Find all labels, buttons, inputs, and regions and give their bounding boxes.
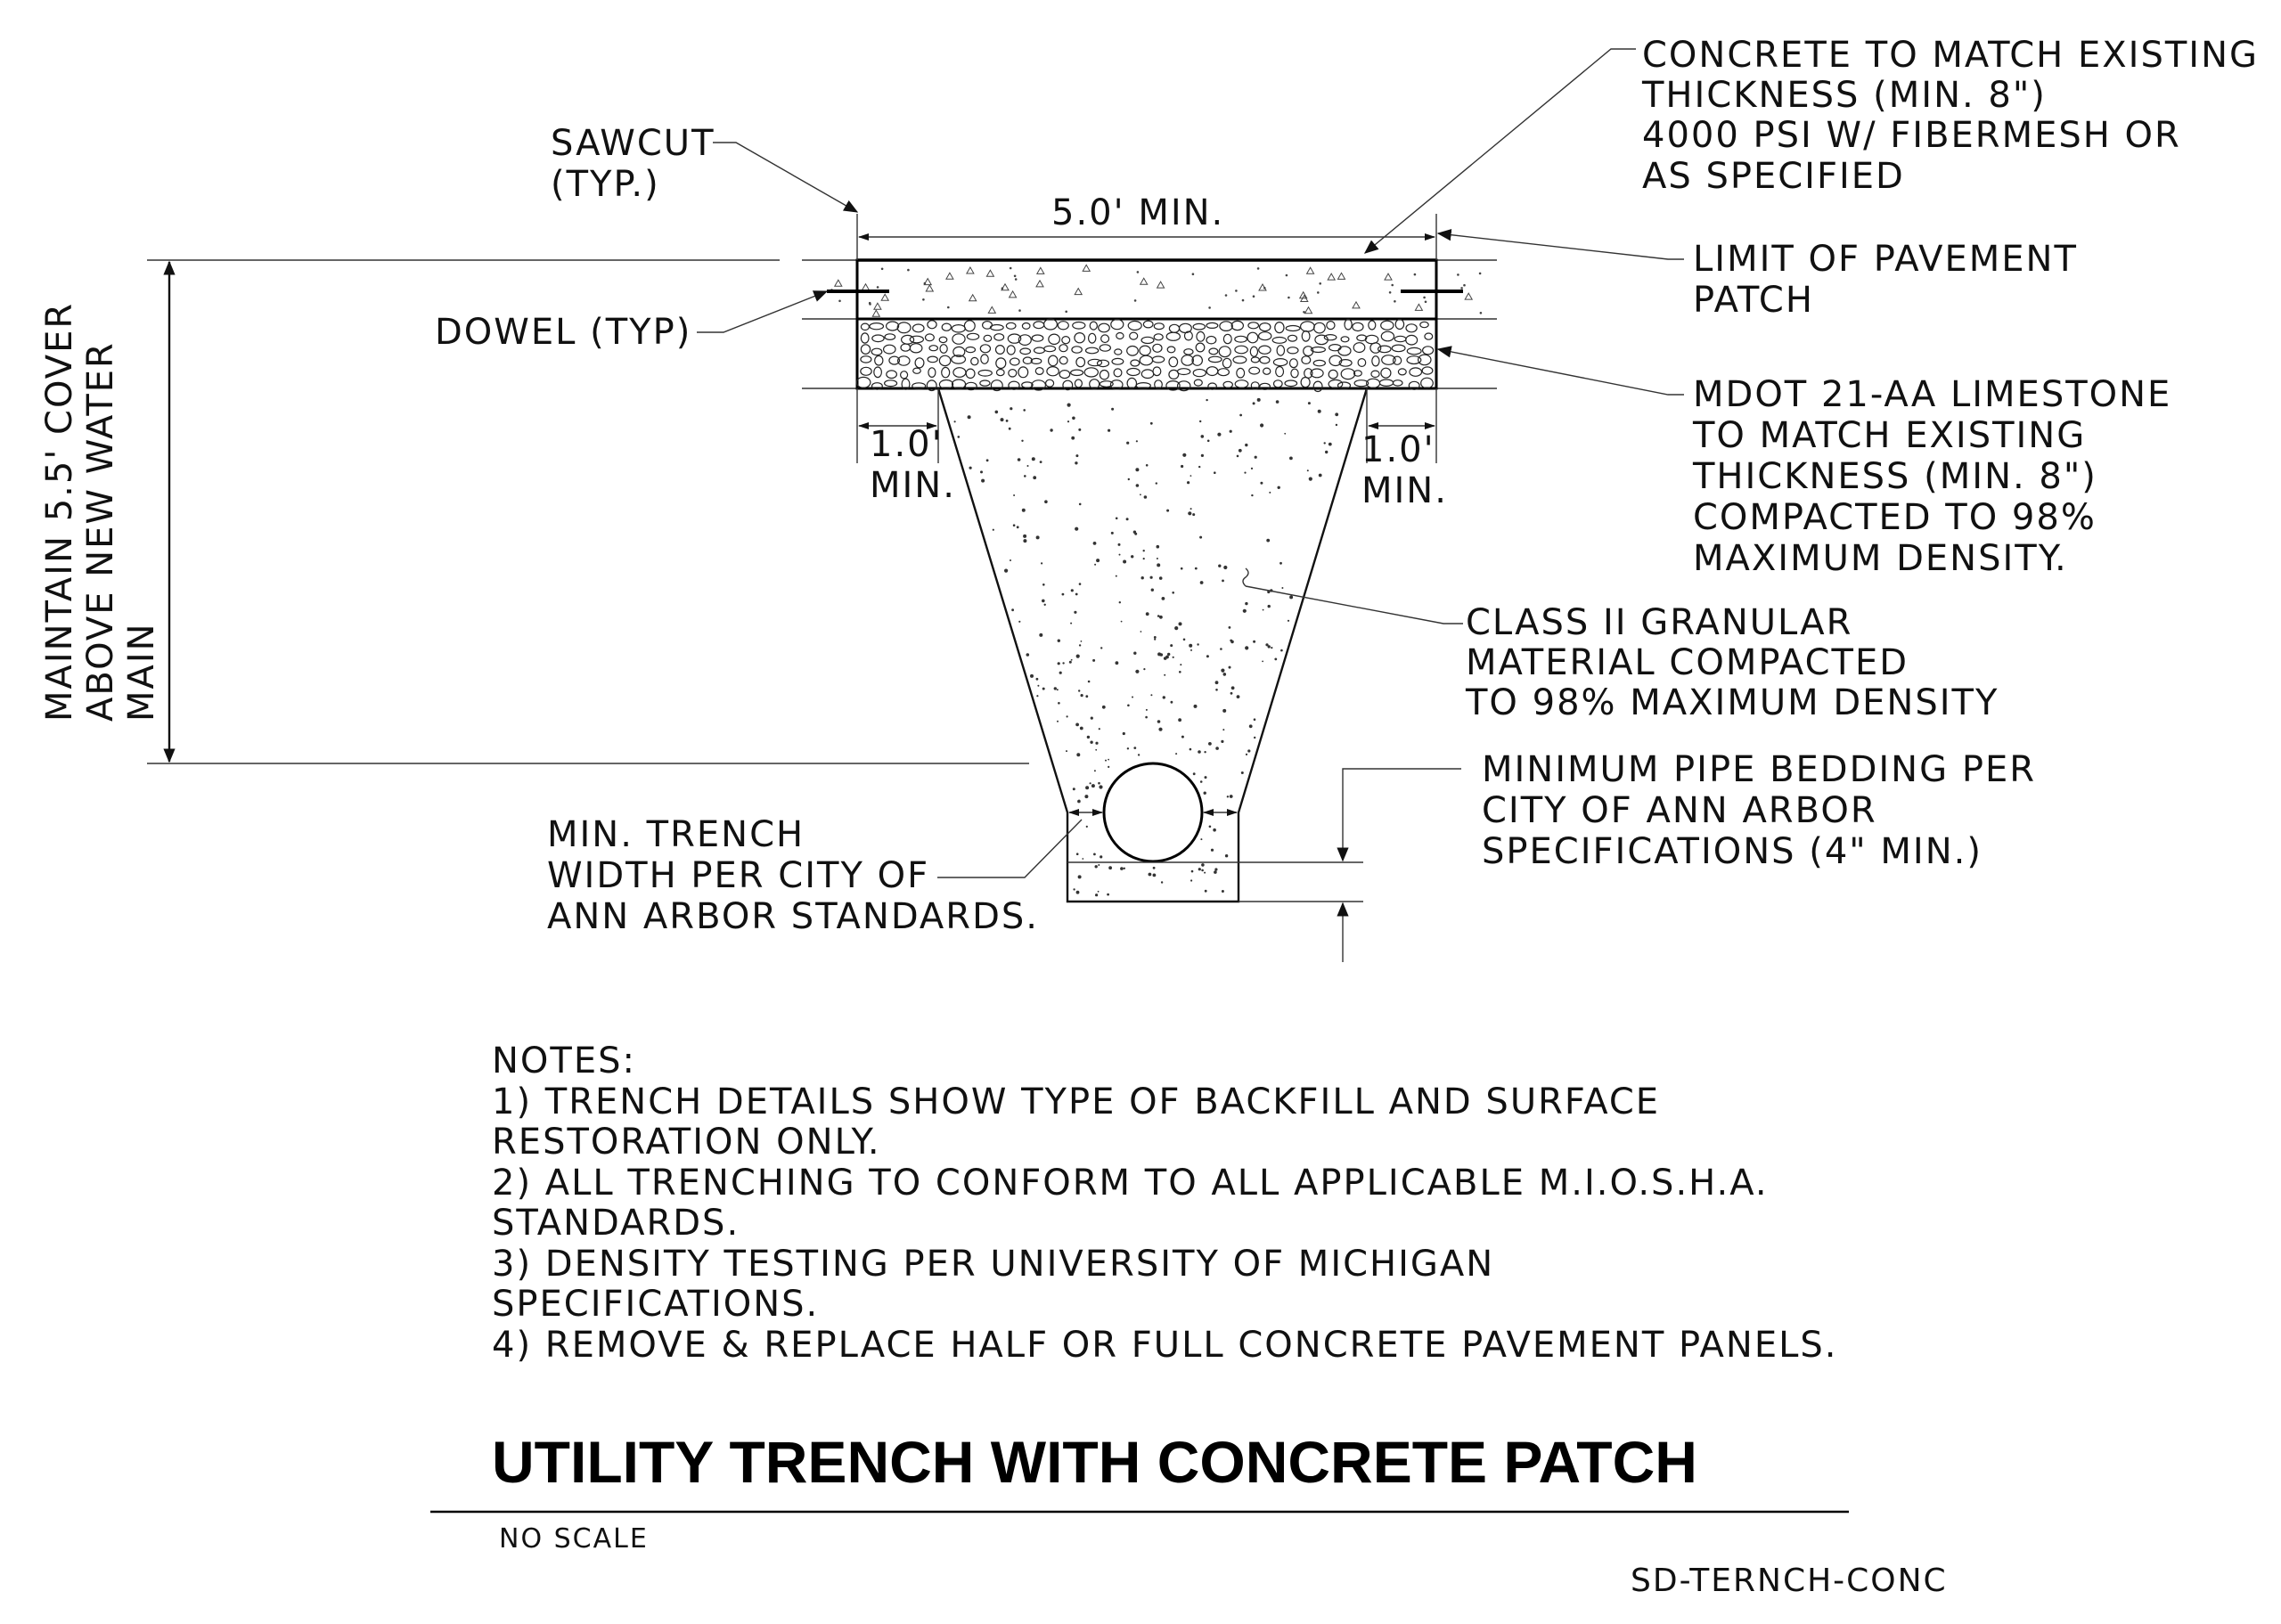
concrete-label-3: 4000 PSI W/ FIBERMESH OR: [1642, 115, 2181, 156]
concrete-label-4: AS SPECIFIED: [1642, 156, 1905, 197]
concrete-speckle: [830, 264, 1483, 317]
dim-right-offset-2: MIN.: [1361, 470, 1448, 511]
bedding-label-1: MINIMUM PIPE BEDDING PER: [1482, 749, 2036, 790]
leaders: [697, 48, 1684, 878]
limestone-label-2: TO MATCH EXISTING: [1692, 415, 2086, 456]
concrete-layer: [855, 258, 1438, 321]
granular-pattern: [953, 397, 1339, 897]
notes: NOTES: 1) TRENCH DETAILS SHOW TYPE OF BA…: [492, 1041, 1838, 1366]
note-2a: 2) ALL TRENCHING TO CONFORM TO ALL APPLI…: [492, 1163, 1769, 1204]
note-4: 4) REMOVE & REPLACE HALF OR FULL CONCRET…: [492, 1325, 1838, 1366]
cover-label-3: MAIN: [121, 622, 162, 722]
callout-texts: SAWCUT (TYP.) DOWEL (TYP) CONCRETE TO MA…: [435, 35, 2259, 937]
drawing-title: UTILITY TRENCH WITH CONCRETE PATCH: [492, 1429, 1697, 1495]
limestone-label-3: THICKNESS (MIN. 8"): [1692, 456, 2097, 497]
drawing-id: SD-TERNCH-CONC: [1631, 1563, 1948, 1599]
note-2b: STANDARDS.: [492, 1203, 740, 1244]
cover-label-2: ABOVE NEW WATER: [80, 341, 121, 722]
limit-label-2: PATCH: [1693, 280, 1814, 321]
cover-label-1: MAINTAIN 5.5' COVER: [39, 302, 80, 722]
note-3b: SPECIFICATIONS.: [492, 1284, 819, 1325]
note-1b: RESTORATION ONLY.: [492, 1122, 881, 1163]
concrete-label-2: THICKNESS (MIN. 8"): [1641, 75, 2047, 116]
pavement-section: [802, 214, 1497, 393]
dim-width-top: 5.0' MIN.: [1051, 192, 1224, 233]
limestone-label-4: COMPACTED TO 98%: [1693, 497, 2097, 538]
limestone-label-1: MDOT 21-AA LIMESTONE: [1693, 374, 2171, 415]
note-3a: 3) DENSITY TESTING PER UNIVERSITY OF MIC…: [492, 1244, 1494, 1285]
dim-right-offset-1: 1.0': [1361, 429, 1435, 470]
granular-label-3: TO 98% MAXIMUM DENSITY: [1465, 682, 1999, 723]
dimensions: 5.0' MIN. 1.0' MIN. 1.0' MIN. MAINTAIN 5…: [39, 192, 1448, 962]
limestone-label-5: MAXIMUM DENSITY.: [1693, 538, 2068, 579]
water-main-pipe: [1102, 762, 1204, 863]
dim-left-offset-1: 1.0': [870, 424, 944, 465]
title-block: UTILITY TRENCH WITH CONCRETE PATCH NO SC…: [430, 1429, 1948, 1599]
trench: [936, 388, 1369, 903]
limit-label-1: LIMIT OF PAVEMENT: [1693, 239, 2078, 280]
granular-label-1: CLASS II GRANULAR: [1466, 602, 1852, 643]
dim-left-offset-2: MIN.: [870, 465, 956, 506]
trench-width-label-2: WIDTH PER CITY OF: [547, 855, 929, 896]
aggregate-pattern: [855, 318, 1435, 393]
note-1a: 1) TRENCH DETAILS SHOW TYPE OF BACKFILL …: [492, 1081, 1660, 1122]
trench-outline: [936, 388, 1369, 903]
granular-label-2: MATERIAL COMPACTED: [1466, 642, 1909, 683]
trench-width-label-1: MIN. TRENCH: [547, 814, 805, 855]
dowel-label: DOWEL (TYP): [435, 312, 691, 353]
trench-width-label-3: ANN ARBOR STANDARDS.: [547, 896, 1039, 937]
scale-label: NO SCALE: [499, 1523, 649, 1555]
bedding-label-2: CITY OF ANN ARBOR: [1482, 790, 1877, 831]
sawcut-label-1: SAWCUT: [551, 123, 715, 164]
bedding-label-3: SPECIFICATIONS (4" MIN.): [1482, 831, 1983, 872]
sawcut-label-2: (TYP.): [551, 164, 660, 205]
notes-heading: NOTES:: [492, 1041, 636, 1081]
concrete-label-1: CONCRETE TO MATCH EXISTING: [1642, 35, 2259, 76]
